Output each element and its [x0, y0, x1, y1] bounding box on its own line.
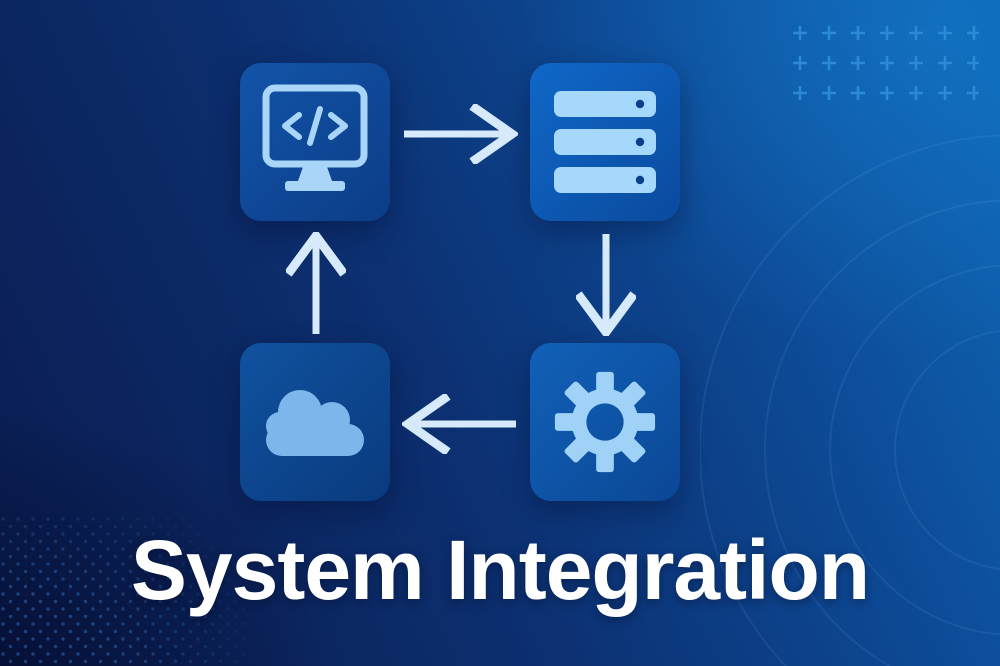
gear-icon — [551, 368, 659, 476]
arrow-up-icon — [286, 232, 346, 334]
arrow-down-icon — [576, 234, 636, 336]
dot-grid-decoration — [0, 516, 250, 666]
arrow-right-icon — [404, 104, 518, 164]
node-settings-engine — [530, 343, 680, 501]
cloud-icon — [266, 390, 364, 456]
arrow-left-icon — [402, 394, 516, 454]
node-server-stack — [530, 63, 680, 221]
page-title: System Integration — [130, 523, 870, 617]
monitor-code-icon — [262, 84, 368, 191]
node-cloud-service — [240, 343, 390, 501]
server-icon — [554, 91, 656, 193]
plus-grid-decoration — [793, 26, 979, 116]
concentric-circles-decoration — [700, 134, 1000, 666]
node-code-workstation — [240, 63, 390, 221]
